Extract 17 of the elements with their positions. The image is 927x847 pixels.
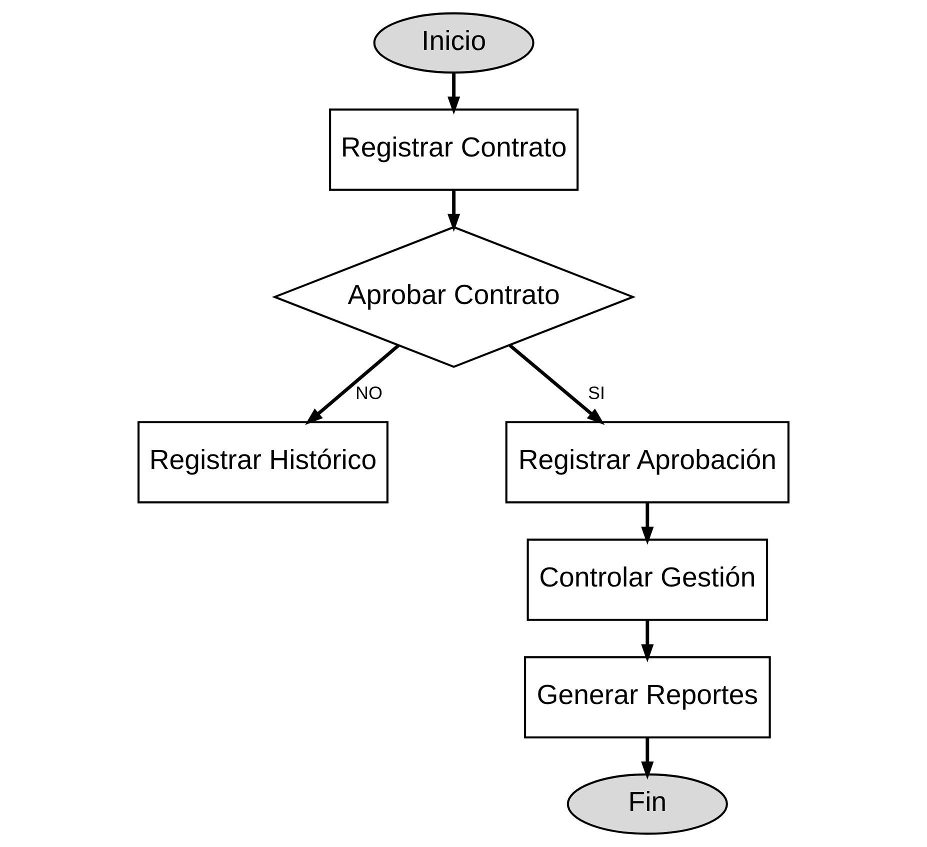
node-ellipse: Fin	[566, 773, 728, 835]
arrow	[641, 502, 654, 545]
node-diamond: Aprobar Contrato	[272, 226, 636, 368]
arrow	[641, 737, 654, 780]
node-box: Registrar Contrato	[329, 108, 579, 191]
node-ellipse: Inicio	[373, 12, 534, 74]
node-box: Registrar Histórico	[138, 421, 388, 504]
edge-label: SI	[588, 383, 606, 404]
edge-label: NO	[356, 383, 383, 404]
node-box: Registrar Aprobación	[505, 421, 790, 504]
arrow	[448, 72, 460, 115]
arrow	[508, 344, 605, 425]
node-box: Generar Reportes	[524, 656, 771, 738]
arrow	[305, 344, 400, 426]
arrow	[448, 190, 460, 232]
node-box: Controlar Gestión	[526, 538, 768, 621]
arrow	[641, 620, 654, 662]
